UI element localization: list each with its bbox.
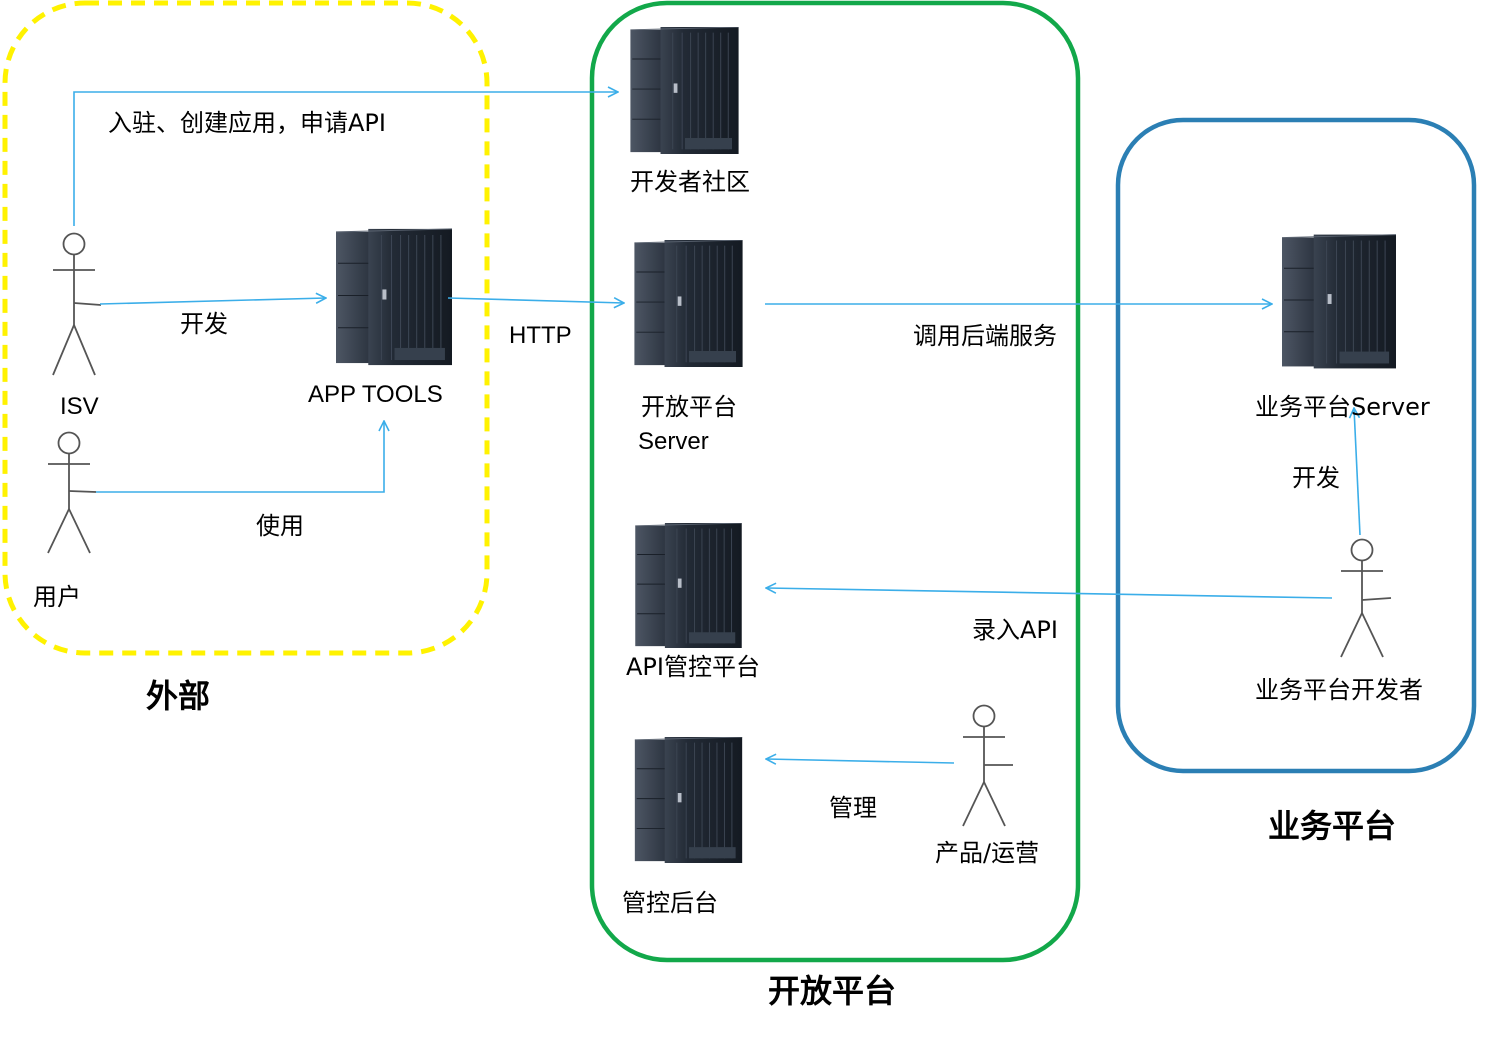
- isv-label: ISV: [60, 393, 99, 420]
- api-control-server-icon: [634, 523, 743, 648]
- dev-community-label: 开发者社区: [630, 168, 750, 196]
- http-edge-label: HTTP: [509, 322, 572, 349]
- register-edge-label: 入驻、创建应用，申请API: [108, 109, 386, 137]
- user-label: 用户: [33, 583, 81, 611]
- manage-edge-label: 管理: [829, 794, 877, 822]
- open-platform-server-label-line2: Server: [638, 428, 709, 455]
- open-platform-server-icon: [633, 240, 744, 367]
- open-platform-group-title: 开放平台: [768, 972, 897, 1010]
- enter-api-edge-label: 录入API: [972, 616, 1058, 644]
- manage-arrow: [766, 759, 955, 763]
- isv-develop-edge-label: 开发: [180, 310, 228, 338]
- http-arrow: [447, 298, 624, 303]
- dev-community-server-icon: [629, 27, 740, 154]
- business-platform-group-border: [1115, 117, 1477, 774]
- biz-develop-edge-label: 开发: [1292, 464, 1340, 492]
- external-group-border: [2, 0, 490, 656]
- admin-console-server-icon: [634, 737, 743, 863]
- business-platform-group-title: 业务平台: [1268, 807, 1397, 845]
- business-developer-label: 业务平台开发者: [1255, 676, 1423, 704]
- business-developer-actor-icon: [1340, 538, 1392, 658]
- use-arrow: [96, 421, 384, 493]
- use-edge-label: 使用: [256, 512, 304, 540]
- app-tools-label: APP TOOLS: [308, 381, 443, 408]
- user-actor-icon: [47, 431, 97, 554]
- business-server-label: 业务平台Server: [1255, 393, 1430, 421]
- call-backend-edge-label: 调用后端服务: [913, 322, 1057, 350]
- app-tools-server-icon: [336, 228, 452, 366]
- isv-develop-arrow: [99, 298, 326, 305]
- isv-actor-icon: [52, 232, 102, 376]
- open-platform-group-border: [589, 0, 1081, 963]
- external-group-title: 外部: [146, 677, 211, 715]
- api-control-label: API管控平台: [626, 653, 760, 681]
- business-server-icon: [1282, 234, 1396, 369]
- biz-develop-arrow: [1354, 408, 1361, 536]
- register-arrow: [73, 92, 618, 226]
- enter-api-arrow: [766, 588, 1333, 599]
- open-platform-server-label-line1: 开放平台: [641, 393, 737, 421]
- product-ops-label: 产品/运营: [935, 839, 1040, 867]
- admin-console-label: 管控后台: [622, 889, 718, 917]
- product-ops-actor-icon: [962, 704, 1013, 827]
